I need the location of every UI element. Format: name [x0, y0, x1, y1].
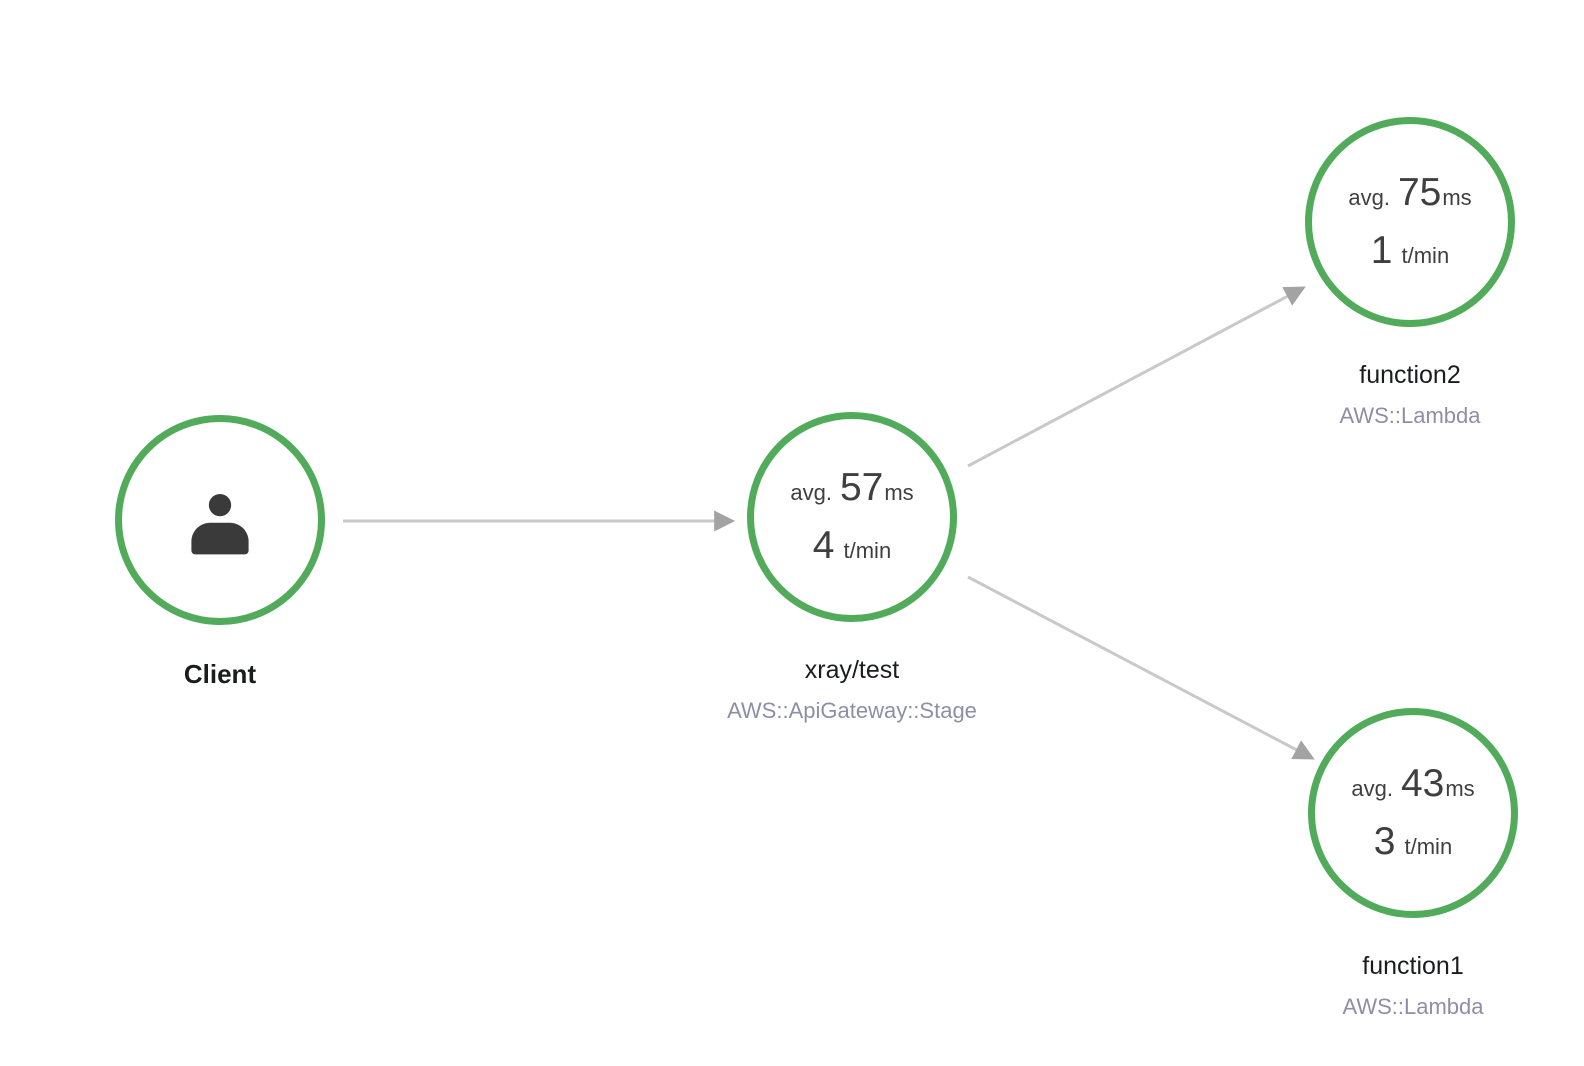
node-function1: avg. 43 ms 3 t/min function1 AWS::Lambda [1253, 708, 1573, 1020]
node-function2: avg. 75 ms 1 t/min function2 AWS::Lambda [1250, 117, 1570, 429]
node-xray-test: avg. 57 ms 4 t/min xray/test AWS::ApiGat… [692, 412, 1012, 724]
node-function2-type: AWS::Lambda [1339, 403, 1481, 428]
avg-unit: ms [1445, 776, 1475, 801]
traffic-rate: 4 t/min [813, 524, 891, 568]
traffic-rate: 3 t/min [1374, 820, 1452, 864]
node-client-circle[interactable] [115, 415, 325, 625]
node-function1-label: function1 [1362, 952, 1464, 980]
edge-xray-test-to-function1[interactable] [967, 575, 1315, 760]
node-function2-label: function2 [1359, 361, 1461, 389]
avg-label: avg. [1348, 185, 1390, 210]
node-xray-test-circle[interactable]: avg. 57 ms 4 t/min [747, 412, 957, 622]
avg-unit: ms [1442, 185, 1472, 210]
node-function1-circle[interactable]: avg. 43 ms 3 t/min [1308, 708, 1518, 918]
node-xray-test-label: xray/test [804, 656, 900, 684]
user-icon [187, 484, 253, 556]
traffic-rate: 1 t/min [1371, 229, 1449, 273]
rate-unit: t/min [1401, 243, 1450, 268]
avg-value: 43 [1400, 762, 1445, 805]
avg-latency: avg. 43 ms [1351, 762, 1474, 806]
avg-latency: avg. 57 ms [790, 466, 913, 510]
avg-label: avg. [790, 480, 832, 505]
node-client: Client [60, 415, 380, 690]
node-xray-test-type: AWS::ApiGateway::Stage [727, 698, 977, 723]
node-function2-circle[interactable]: avg. 75 ms 1 t/min [1305, 117, 1515, 327]
rate-unit: t/min [1404, 834, 1453, 859]
rate-unit: t/min [843, 538, 892, 563]
node-function1-type: AWS::Lambda [1342, 994, 1484, 1019]
edge-xray-test-to-function2[interactable] [967, 286, 1306, 468]
avg-unit: ms [884, 480, 914, 505]
rate-value: 3 [1373, 820, 1396, 863]
rate-value: 1 [1370, 229, 1393, 272]
rate-value: 4 [812, 524, 835, 567]
node-client-label: Client [183, 659, 257, 689]
avg-label: avg. [1351, 776, 1393, 801]
avg-value: 57 [839, 466, 884, 509]
avg-value: 75 [1397, 171, 1442, 214]
avg-latency: avg. 75 ms [1348, 171, 1471, 215]
